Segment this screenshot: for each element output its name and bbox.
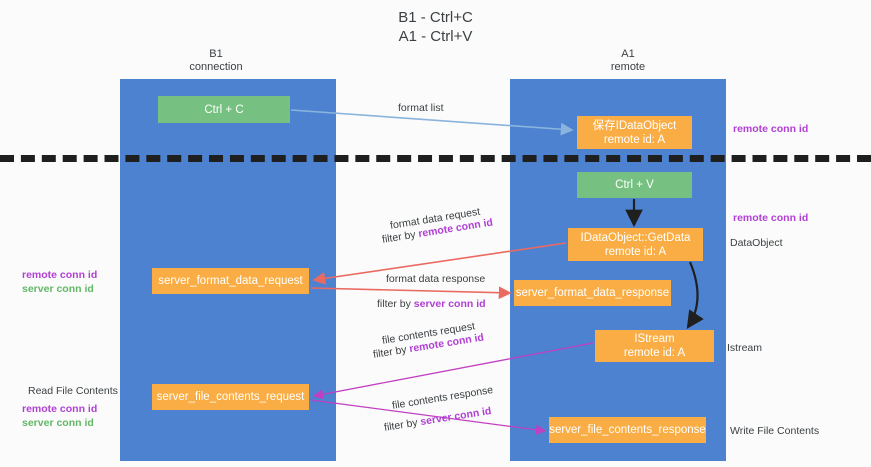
column-header-b1-sub: connection xyxy=(189,61,243,73)
box-ctrl-c-label: Ctrl + C xyxy=(204,103,244,116)
edge-label-filter-server-2-value: server conn id xyxy=(419,405,493,429)
box-server-file-contents-request-label: server_file_contents_request xyxy=(156,391,305,403)
edge-label-format-data-response: format data response xyxy=(386,272,485,286)
edge-label-format-data-response-text: format data response xyxy=(386,273,486,285)
label-read-file-contents: Read File Contents xyxy=(28,385,118,397)
box-ctrl-v[interactable]: Ctrl + V xyxy=(577,172,692,198)
label-left-remote-conn-id-1: remote conn id xyxy=(22,269,98,281)
box-save-idataobject-line2: remote id: A xyxy=(603,133,666,146)
box-idataobject-getdata-line1: IDataObject::GetData xyxy=(580,231,691,244)
column-header-a1-name: A1 xyxy=(621,48,635,60)
label-left-conn-ids-2: remote conn id server conn id xyxy=(22,402,97,430)
edge-label-format-list: format list xyxy=(398,101,444,115)
edge-label-format-list-text: format list xyxy=(398,102,444,114)
column-header-b1-name: B1 xyxy=(209,48,223,60)
edge-label-filter-remote-1-prefix: filter by xyxy=(381,228,420,246)
column-header-a1-sub: remote xyxy=(610,61,646,73)
box-server-format-data-request-label: server_format_data_request xyxy=(158,275,303,287)
box-istream[interactable]: IStream remote id: A xyxy=(595,330,714,362)
label-left-conn-ids-1: remote conn id server conn id xyxy=(22,268,97,296)
box-idataobject-getdata[interactable]: IDataObject::GetData remote id: A xyxy=(568,228,703,261)
label-left-server-conn-id-2: server conn id xyxy=(22,417,94,429)
edge-label-filter-remote-2-prefix: filter by xyxy=(372,343,411,361)
title-line-2: A1 - Ctrl+V xyxy=(398,28,473,45)
title-line-1: B1 - Ctrl+C xyxy=(398,9,473,26)
edge-label-filter-server-1-prefix: filter by xyxy=(377,298,414,310)
edge-label-filter-server-1: filter by server conn id xyxy=(377,297,486,311)
box-save-idataobject[interactable]: 保存IDataObject remote id: A xyxy=(577,116,692,149)
label-write-file-contents: Write File Contents xyxy=(730,425,820,437)
box-istream-line2: remote id: A xyxy=(623,347,686,359)
label-dataobject: DataObject xyxy=(730,237,783,249)
label-remote-conn-id-top: remote conn id xyxy=(733,123,809,135)
box-ctrl-c[interactable]: Ctrl + C xyxy=(158,96,290,123)
page-title: B1 - Ctrl+C A1 - Ctrl+V xyxy=(0,8,871,46)
box-ctrl-v-label: Ctrl + V xyxy=(615,179,654,191)
column-header-a1: A1 remote xyxy=(556,48,700,74)
label-istream: Istream xyxy=(727,342,763,354)
box-server-format-data-response-label: server_format_data_response xyxy=(515,287,670,299)
edge-label-filter-server-2-prefix: filter by xyxy=(383,416,422,434)
label-left-remote-conn-id-2: remote conn id xyxy=(22,403,98,415)
arrow-format-data-response xyxy=(310,286,512,300)
box-istream-line1: IStream xyxy=(634,333,675,345)
box-server-format-data-response[interactable]: server_format_data_response xyxy=(514,280,671,306)
column-header-b1: B1 connection xyxy=(152,48,280,74)
label-left-server-conn-id-1: server conn id xyxy=(22,283,94,295)
edge-label-filter-server-1-value: server conn id xyxy=(413,298,486,310)
box-server-file-contents-response[interactable]: server_file_contents_response xyxy=(549,417,706,443)
box-server-file-contents-response-label: server_file_contents_response xyxy=(549,424,706,436)
label-remote-conn-id-mid: remote conn id xyxy=(733,212,809,224)
box-idataobject-getdata-line2: remote id: A xyxy=(604,245,667,258)
box-save-idataobject-line1: 保存IDataObject xyxy=(592,119,677,132)
box-server-file-contents-request[interactable]: server_file_contents_request xyxy=(152,384,309,410)
dashed-divider xyxy=(0,155,871,162)
box-server-format-data-request[interactable]: server_format_data_request xyxy=(152,268,309,294)
